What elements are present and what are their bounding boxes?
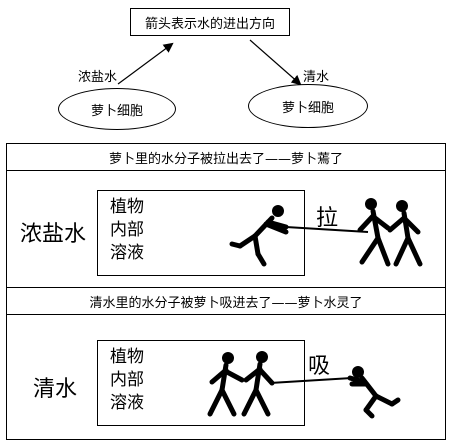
arrow-into-cell — [249, 39, 302, 86]
panel1-header: 萝卜里的水分子被拉出去了——萝卜蔫了 — [6, 143, 446, 171]
panel1-plant-text: 植物 内部 溶液 — [110, 196, 144, 265]
right-radish-cell: 萝卜细胞 — [248, 84, 368, 128]
stick-figure-single — [229, 205, 289, 267]
panel2-header-text: 清水里的水分子被萝卜吸进去了——萝卜水灵了 — [89, 295, 363, 311]
stick-figure-single — [347, 366, 401, 419]
panel2-force-label: 吸 — [308, 354, 331, 379]
arrow-out-of-cell — [117, 42, 174, 85]
panel1-header-text: 萝卜里的水分子被拉出去了——萝卜蔫了 — [108, 151, 343, 167]
rope — [285, 226, 369, 233]
left-cell-label: 萝卜细胞 — [90, 103, 143, 119]
panel1-force-label: 拉 — [316, 206, 339, 231]
plant-line-1: 植物 — [110, 197, 144, 217]
direction-title-box: 箭头表示水的进出方向 — [130, 8, 290, 36]
plant-line-2: 内部 — [110, 220, 144, 240]
direction-title: 箭头表示水的进出方向 — [144, 16, 275, 32]
plant-line-1: 植物 — [110, 347, 144, 367]
rope — [269, 377, 353, 384]
plant-line-3: 溶液 — [110, 393, 144, 413]
stick-figure-pair — [207, 351, 275, 417]
left-radish-cell: 萝卜细胞 — [58, 88, 176, 130]
stick-figure-pair — [357, 198, 423, 267]
panel1-plant-box — [97, 190, 305, 276]
right-cell-label: 萝卜细胞 — [281, 100, 334, 116]
plant-line-3: 溶液 — [110, 243, 144, 263]
panel2-plant-text: 植物 内部 溶液 — [110, 346, 144, 415]
plant-line-2: 内部 — [110, 370, 144, 390]
left-solution-label: 浓盐水 — [78, 70, 118, 85]
panel1-solution-label: 浓盐水 — [20, 222, 87, 247]
panel2-solution-label: 清水 — [33, 377, 78, 402]
right-solution-label: 清水 — [303, 70, 330, 85]
